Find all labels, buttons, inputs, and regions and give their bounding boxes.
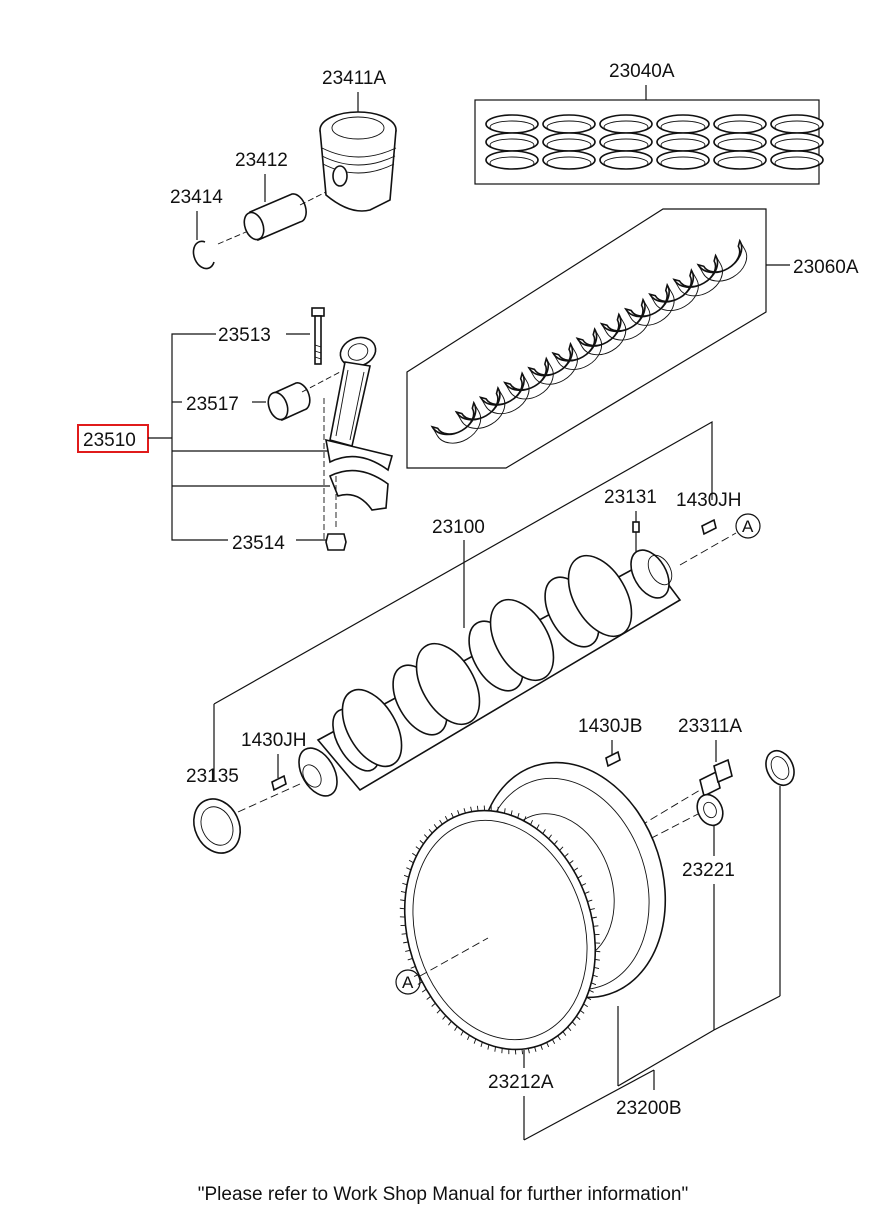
- label-front-seal: 23135: [186, 766, 239, 787]
- label-crankshaft: 23100: [432, 517, 485, 538]
- ring-gear-drawing[interactable]: [375, 786, 625, 1075]
- bearing-shell: [551, 327, 602, 370]
- label-snap-ring: 23414: [170, 187, 223, 208]
- crankshaft-drawing[interactable]: [291, 543, 682, 802]
- callout-circle-lower: [395, 969, 421, 995]
- callout-lower: A: [402, 973, 414, 992]
- conrod-drawing[interactable]: [323, 333, 393, 540]
- label-conrod-nut: 23514: [232, 533, 285, 554]
- callout-upper: A: [742, 517, 754, 536]
- flywheel-pin-drawing[interactable]: [605, 750, 621, 768]
- bearing-shell: [454, 385, 506, 429]
- flywheel-bolt-drawing[interactable]: [699, 758, 733, 798]
- bearing-shell: [575, 312, 627, 356]
- label-piston-pin: 23412: [235, 150, 288, 171]
- piston-ring-set-drawing[interactable]: [474, 99, 824, 185]
- conrod-bushing-drawing[interactable]: [265, 382, 311, 422]
- footer-note: "Please refer to Work Shop Manual for fu…: [198, 1184, 688, 1205]
- crankshaft-pin-b-drawing[interactable]: [271, 774, 287, 792]
- front-seal-drawing[interactable]: [185, 791, 249, 860]
- label-flywheel-bolt: 23311A: [678, 716, 742, 737]
- label-ring-gear: 23212A: [488, 1072, 554, 1093]
- bearing-shell: [430, 400, 482, 444]
- bearing-shell: [648, 268, 699, 311]
- bearing-shell: [672, 253, 723, 297]
- label-flywheel-pin: 1430JB: [578, 716, 642, 737]
- label-crankshaft-pin-a: 1430JH: [676, 490, 742, 511]
- bearing-shell: [527, 341, 578, 385]
- piston-pin-drawing[interactable]: [241, 193, 307, 242]
- bearing-shell: [624, 282, 675, 326]
- bearing-shell: [478, 371, 530, 415]
- snap-ring-drawing[interactable]: [192, 240, 215, 270]
- pilot-bearing-drawing[interactable]: [692, 790, 727, 829]
- label-conrod-bushing: 23517: [186, 394, 239, 415]
- main-bearing-set-drawing[interactable]: [406, 208, 767, 469]
- bearing-shell: [696, 238, 748, 282]
- label-pilot-bearing: 23221: [682, 860, 735, 881]
- label-flywheel-assy: 23200B: [616, 1098, 682, 1119]
- label-conrod-assy[interactable]: 23510: [83, 430, 136, 451]
- label-crankshaft-pin-b: 1430JH: [241, 730, 307, 751]
- label-conrod-bolt: 23513: [218, 325, 271, 346]
- label-main-bearing-set: 23060A: [793, 257, 859, 278]
- conrod-nut-drawing[interactable]: [325, 533, 347, 551]
- label-piston: 23411A: [322, 68, 386, 89]
- callout-circle-upper: [735, 513, 761, 539]
- label-crankshaft-key: 23131: [604, 487, 657, 508]
- piston-drawing[interactable]: [319, 111, 397, 212]
- bearing-shell: [599, 297, 651, 341]
- crankshaft-pin-a-drawing[interactable]: [701, 518, 717, 536]
- label-piston-ring-set: 23040A: [609, 61, 675, 82]
- bearing-shell: [503, 356, 554, 400]
- conrod-bolt-drawing[interactable]: [311, 307, 325, 365]
- crankshaft-key-drawing[interactable]: [632, 521, 640, 533]
- flywheel-seal-drawing[interactable]: [761, 746, 800, 790]
